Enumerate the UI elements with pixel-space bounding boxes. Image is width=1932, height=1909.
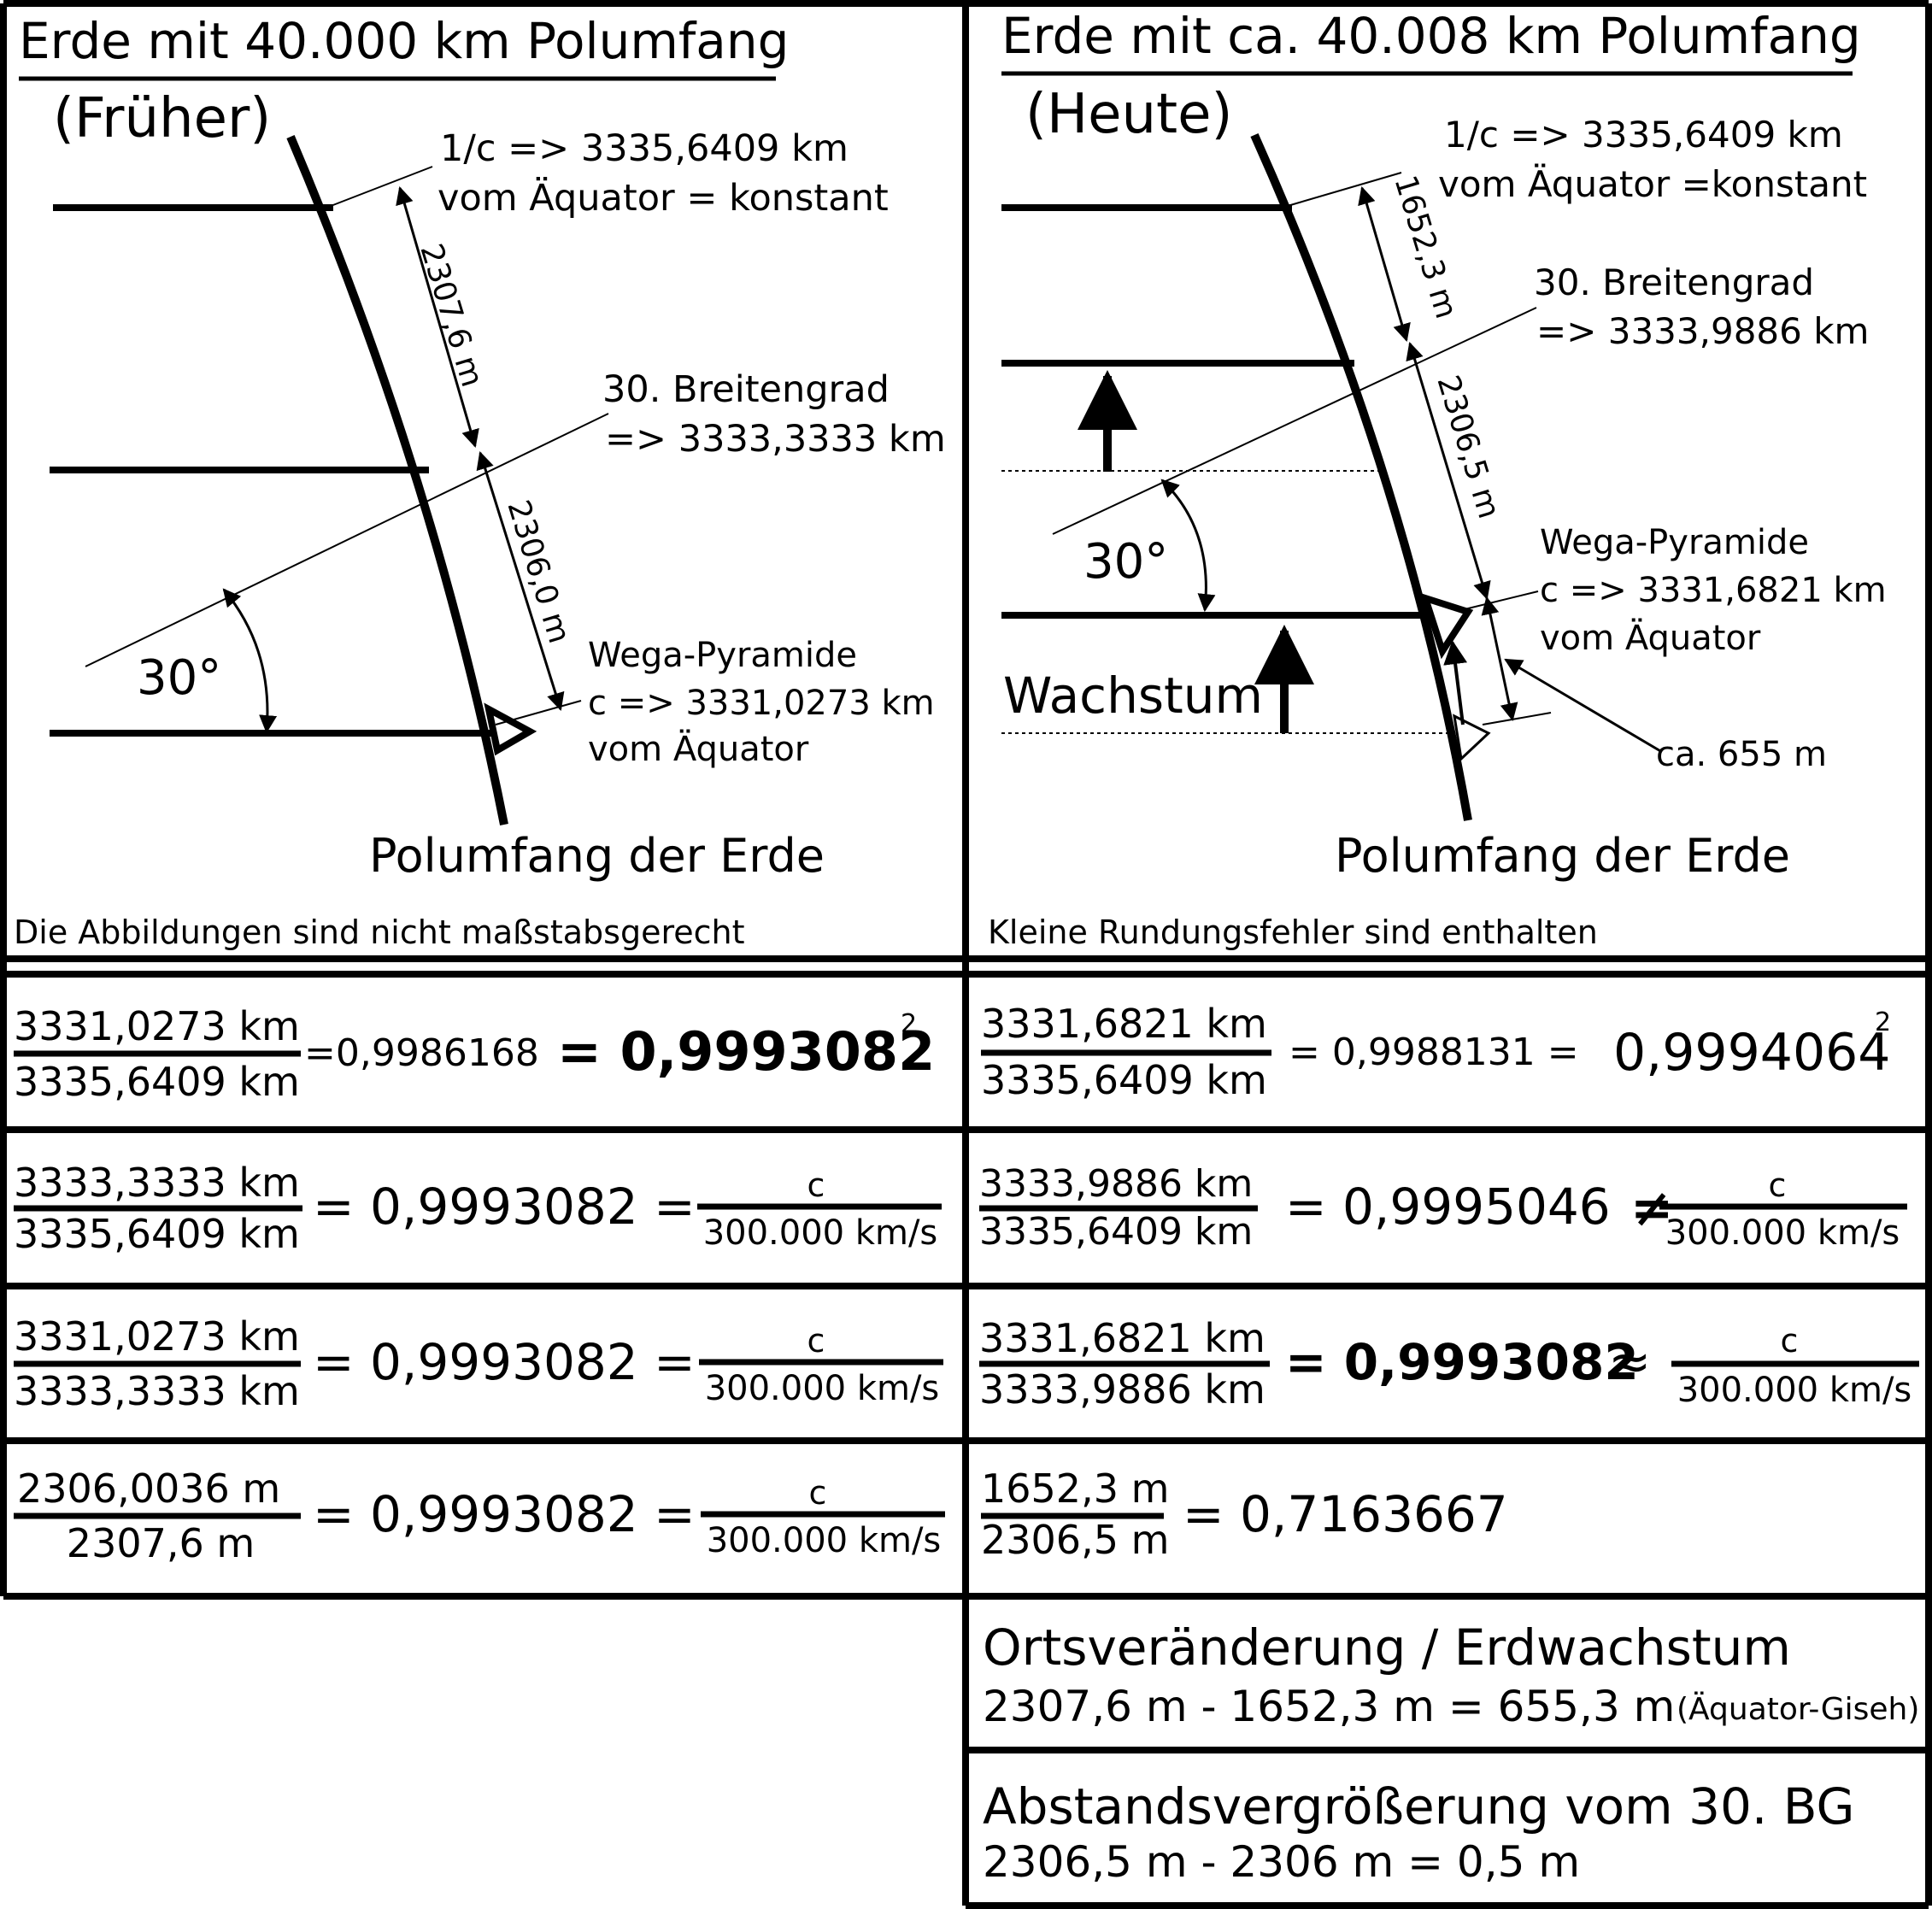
approx-sign: ≈ [1608,1332,1651,1392]
left-footnote: Die Abbildungen sind nicht maßstabsgerec… [14,913,745,951]
fraction-numerator: c [1769,1166,1787,1204]
exponent: 2 [1875,1007,1891,1037]
left-pole-line2: vom Äquator = konstant [437,176,889,220]
right-angle-label: 30° [1083,534,1168,590]
fraction-denominator: 2307,6 m [67,1520,255,1566]
fraction-numerator: c [809,1474,827,1512]
fraction-numerator: 3331,6821 km [979,1315,1265,1361]
fraction-denominator: 3335,6409 km [979,1210,1253,1254]
right-pyramid-line1: Wega-Pyramide [1540,523,1809,562]
left-dist-upper-arrow [396,185,479,449]
left-dist-lower-arrow [476,450,565,712]
right-growth-label: Wachstum [1003,667,1263,725]
fraction-denominator: 3333,3333 km [14,1368,300,1414]
equation-result: = 0,7163667 [1183,1485,1508,1543]
left-bg30-line2: => 3333,3333 km [605,418,946,461]
equation-result: = 0,9993082 [1285,1333,1639,1391]
summary-title: Ortsveränderung / Erdwachstum [983,1618,1791,1677]
fraction-denominator: 300.000 km/s [705,1369,940,1408]
right-earth-curve [1250,132,1472,821]
fraction-numerator: 1652,3 m [981,1466,1169,1512]
fraction-denominator: 3335,6409 km [14,1211,300,1257]
fraction-numerator: 3333,3333 km [14,1160,300,1206]
left-equations: 3331,0273 km 3335,6409 km =0,9986168 = 0… [14,1003,945,1566]
equation-mid: =0,9986168 [304,1031,539,1075]
right-curve-label: Polumfang der Erde [1335,829,1790,883]
right-pole-line2: vom Äquator =konstant [1438,162,1867,205]
fraction-numerator: 3331,0273 km [14,1313,300,1360]
summary-note: (Äquator-Giseh) [1677,1691,1919,1727]
summary-line: 2307,6 m - 1652,3 m = 655,3 m [983,1682,1675,1731]
right-title: Erde mit ca. 40.008 km Polumfang [1001,7,1861,65]
right-pole-line1: 1/c => 3335,6409 km [1444,114,1843,156]
fraction-denominator: 2306,5 m [981,1517,1169,1563]
right-diagram: Erde mit ca. 40.008 km Polumfang (Heute)… [988,7,1887,951]
summary-line: 2306,5 m - 2306 m = 0,5 m [983,1837,1580,1887]
equation-result: = 0,9995046 [1285,1178,1611,1236]
fraction-numerator: c [807,1166,825,1204]
equation-mid: = 0,9988131 = [1289,1031,1579,1074]
right-equations: 3331,6821 km 3335,6409 km = 0,9988131 = … [979,1001,1919,1563]
fraction-numerator: 2306,0036 m [17,1466,280,1512]
fraction-numerator: 3331,0273 km [14,1003,300,1049]
left-dist-upper: 2307,6 m [413,240,490,391]
fraction-denominator: 3333,9886 km [979,1366,1265,1413]
left-diagram: Erde mit 40.000 km Polumfang (Früher) 23… [14,12,946,951]
left-bg30-line1: 30. Breitengrad [602,368,890,411]
left-angle-label: 30° [137,650,221,706]
right-old-pyramid-triangle [1453,714,1491,762]
equation-result: = 0,9993082 [557,1020,935,1083]
fraction-denominator: 300.000 km/s [1677,1371,1912,1410]
left-angle-arc [222,588,278,734]
left-pyramid-line1: Wega-Pyramide [588,636,857,675]
fraction-denominator: 300.000 km/s [707,1521,942,1560]
left-title: Erde mit 40.000 km Polumfang [19,12,789,70]
left-pyramid-triangle [484,702,537,756]
fraction-denominator: 300.000 km/s [703,1213,938,1253]
left-curve-label: Polumfang der Erde [369,829,825,883]
summary: Ortsveränderung / Erdwachstum 2307,6 m -… [983,1618,1919,1887]
left-earth-curve [286,135,508,825]
equation-result: = 0,9993082 = [313,1333,696,1391]
right-pyramid-line3: vom Äquator [1540,617,1761,658]
fraction-denominator: 3335,6409 km [981,1057,1267,1103]
right-pyramid-line2: c => 3331,6821 km [1540,571,1887,610]
left-pole-line1: 1/c => 3335,6409 km [440,127,849,170]
fraction-numerator: c [807,1322,825,1360]
right-footnote: Kleine Rundungsfehler sind enthalten [988,913,1598,951]
right-shift-label: ca. 655 m [1656,735,1827,774]
fraction-denominator: 300.000 km/s [1665,1213,1900,1253]
left-era: (Früher) [53,87,271,150]
fraction-numerator: 3331,6821 km [981,1001,1267,1047]
summary-title: Abstandsvergrößerung vom 30. BG [983,1777,1854,1836]
right-bg30-line1: 30. Breitengrad [1534,261,1814,303]
exponent: 2 [901,1009,917,1039]
right-bg30-line2: => 3333,9886 km [1536,310,1869,352]
right-angle-arc [1160,479,1216,613]
right-era: (Heute) [1025,83,1232,146]
equation-result: = 0,9993082 = [313,1485,696,1543]
equation-result: = 0,9993082 = [313,1178,696,1236]
left-pyramid-line3: vom Äquator [588,728,809,769]
fraction-denominator: 3335,6409 km [14,1059,300,1105]
right-pyramid-triangle [1419,592,1474,660]
fraction-numerator: 3333,9886 km [979,1162,1253,1206]
fraction-numerator: c [1781,1322,1799,1360]
left-pyramid-line2: c => 3331,0273 km [588,684,935,723]
left-dist-lower: 2306,0 m [500,496,577,648]
equation-result: 0,9994064 [1613,1023,1890,1083]
